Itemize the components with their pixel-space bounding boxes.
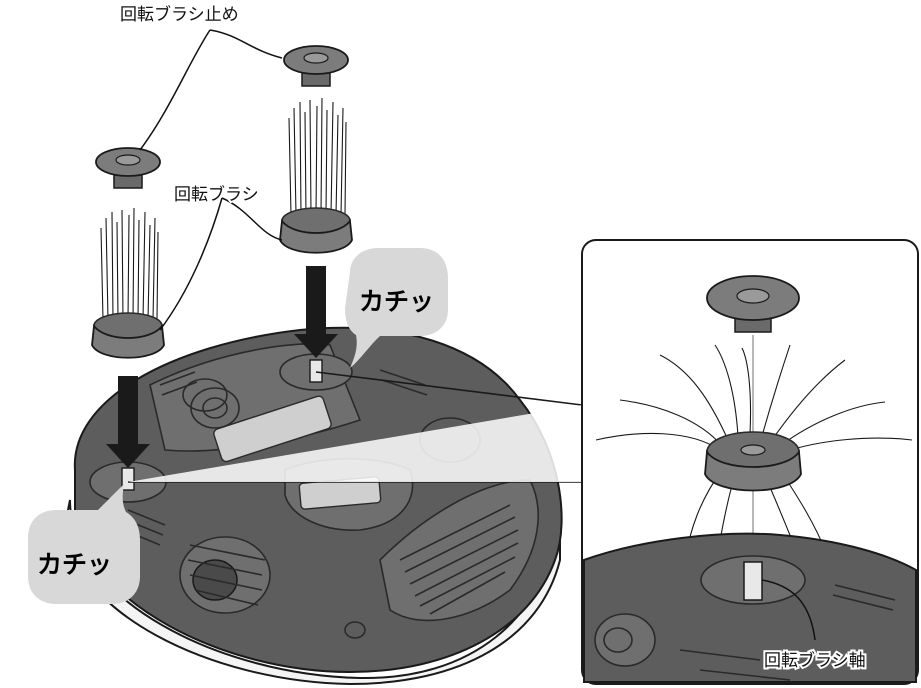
fanned-bristles: [595, 344, 913, 566]
zoom-callout-fill: [128, 405, 582, 482]
brush-shaft: [743, 561, 763, 601]
right-vent: [379, 479, 539, 622]
speech-bubble-bottom: カチッ: [28, 484, 140, 604]
rotating-brush-left: [91, 207, 165, 359]
robot-cleaner-underside: [64, 326, 563, 686]
leader-brush: [159, 197, 283, 331]
rotating-brush-right: [279, 97, 353, 254]
brush-stopper-cap-zoom: [706, 275, 800, 333]
brush-stopper-cap-right: [283, 45, 349, 87]
speech-bubble-top: カチッ: [345, 248, 448, 368]
zoom-detail-box: 回転ブラシ軸: [581, 239, 919, 685]
down-arrow-left: [106, 376, 150, 468]
brush-shaft-label: 回転ブラシ軸: [764, 650, 866, 671]
brush-stopper-cap-left: [95, 147, 161, 189]
left-wheel: [179, 536, 271, 614]
down-arrow-right: [294, 266, 338, 358]
brush-stopper-label: 回転ブラシ止め: [120, 4, 239, 25]
click-label-top: カチッ: [359, 287, 434, 316]
leader-stopper: [139, 29, 283, 151]
leader-shaft: [761, 579, 816, 641]
click-label-bottom: カチッ: [37, 550, 112, 579]
brush-label: 回転ブラシ: [174, 184, 259, 205]
